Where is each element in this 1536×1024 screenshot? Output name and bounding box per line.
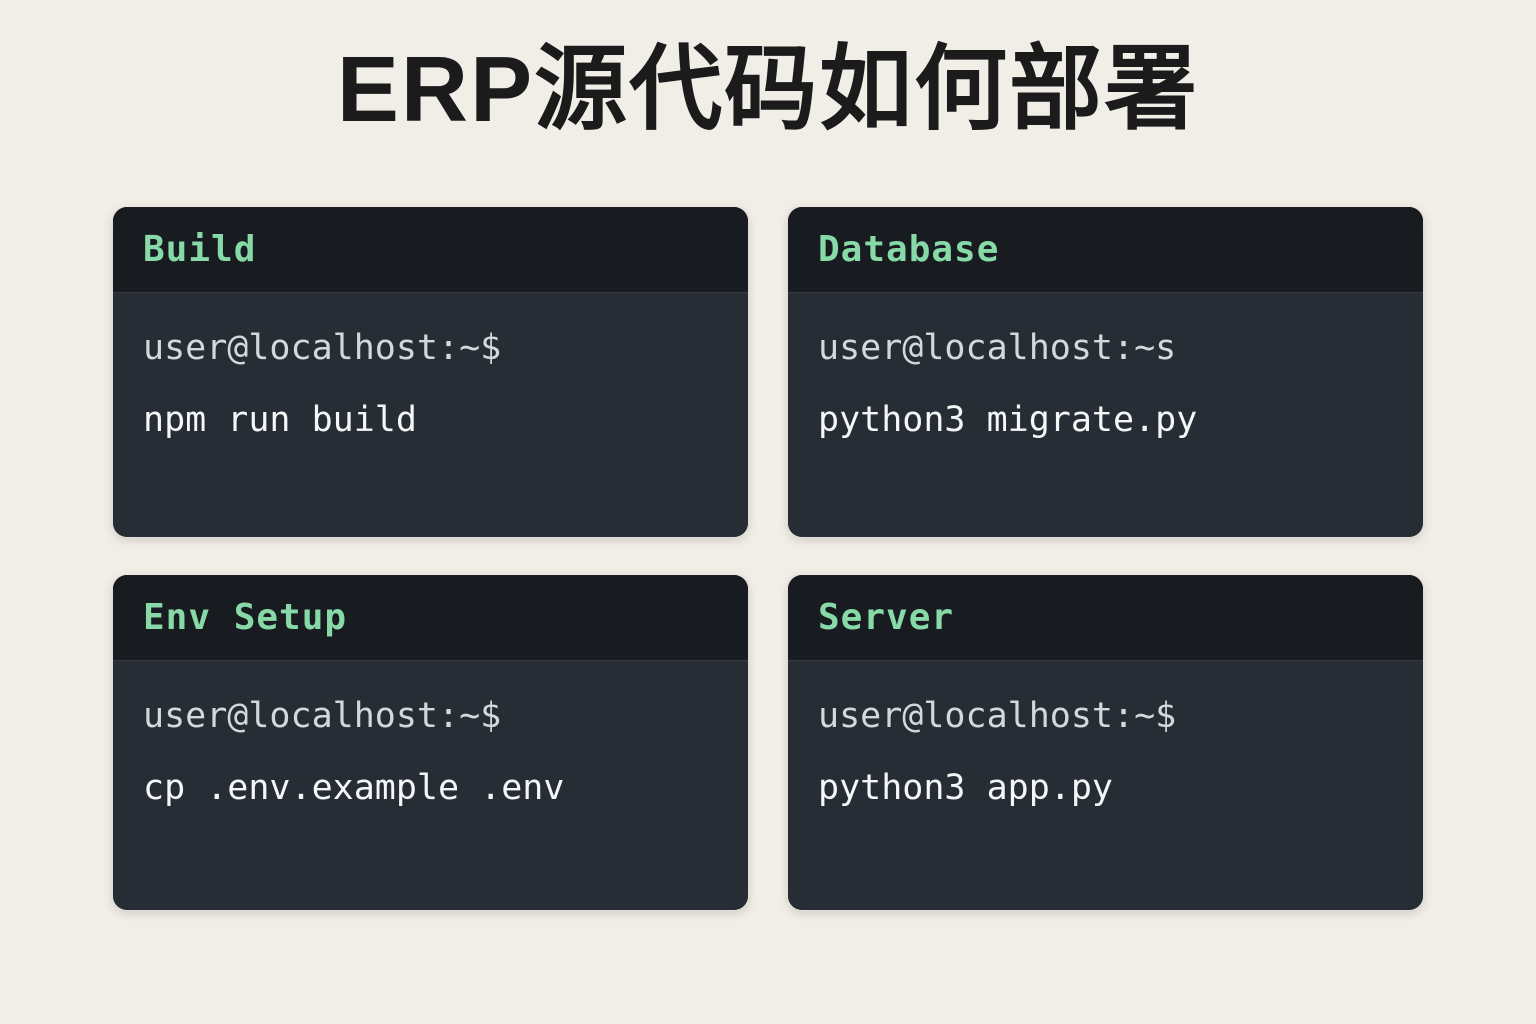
card-build: Build user@localhost:~$ npm run build [113,207,748,537]
card-build-title: Build [143,229,257,270]
card-build-header: Build [113,207,748,292]
card-env-setup-title: Env Setup [143,597,348,638]
terminal-command-line: python3 migrate.py [818,400,1198,440]
card-database-header: Database [788,207,1423,292]
terminal-command-line: cp .env.example .env [143,768,565,808]
card-server: Server user@localhost:~$ python3 app.py [788,575,1423,910]
cards-grid: Build user@localhost:~$ npm run build Da… [113,207,1423,910]
card-server-title: Server [818,597,955,638]
card-env-setup: Env Setup user@localhost:~$ cp .env.exam… [113,575,748,910]
terminal-prompt-line: user@localhost:~$ [818,696,1177,736]
card-database-terminal: user@localhost:~s python3 migrate.py [788,292,1423,537]
card-database-title: Database [818,229,1000,270]
card-env-setup-terminal: user@localhost:~$ cp .env.example .env [113,660,748,910]
terminal-prompt-line: user@localhost:~$ [143,696,502,736]
card-server-header: Server [788,575,1423,660]
terminal-prompt-line: user@localhost:~$ [143,328,502,368]
terminal-prompt-line: user@localhost:~s [818,328,1177,368]
terminal-command-line: npm run build [143,400,417,440]
page-title: ERP源代码如何部署 [336,37,1200,141]
terminal-command-line: python3 app.py [818,768,1114,808]
card-database: Database user@localhost:~s python3 migra… [788,207,1423,537]
card-build-terminal: user@localhost:~$ npm run build [113,292,748,537]
card-server-terminal: user@localhost:~$ python3 app.py [788,660,1423,910]
card-env-setup-header: Env Setup [113,575,748,660]
